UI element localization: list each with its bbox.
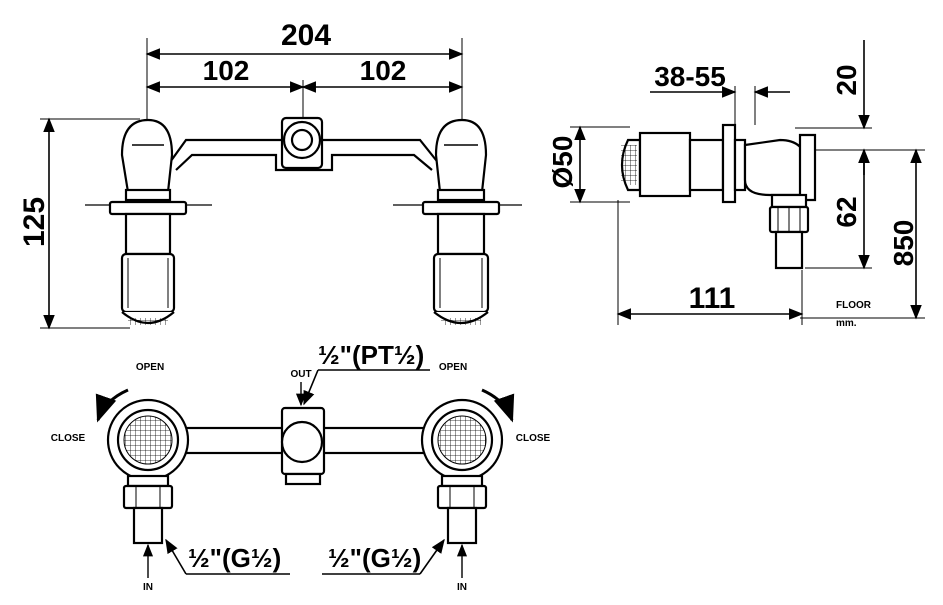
close-arrow-right	[481, 388, 515, 423]
top-left-valve	[106, 398, 190, 545]
right-valve-front	[393, 118, 522, 325]
dim-overall-width: 204	[281, 19, 331, 52]
close-label-right: CLOSE	[516, 433, 551, 444]
dim-half-width-right: 102	[360, 55, 407, 86]
dim-diameter: Ø50	[547, 136, 578, 189]
top-outlet-ring	[280, 420, 324, 464]
inlet-thread-callout-left: ½"(G½)	[188, 543, 281, 573]
dim-height: 125	[18, 197, 51, 247]
top-right-valve	[420, 398, 504, 545]
outlet-label: OUT	[290, 369, 311, 380]
inlet-label-right: IN	[457, 582, 467, 593]
dim-outlet-drop: 62	[831, 196, 862, 227]
outlet-thread-callout: ½"(PT½)	[318, 340, 424, 370]
dim-top-offset: 20	[831, 64, 862, 95]
open-label-left: OPEN	[136, 362, 164, 373]
dim-depth: 111	[689, 282, 736, 315]
dim-wall-range: 38-55	[654, 61, 726, 92]
dim-floor-height: 850	[888, 220, 919, 267]
unit-label: mm.	[836, 318, 857, 329]
front-view: 204 102 102 125	[18, 19, 522, 330]
close-arrow-left	[95, 388, 129, 423]
floor-label: FLOOR	[836, 300, 872, 311]
close-label-left: CLOSE	[51, 433, 86, 444]
left-valve-front	[85, 118, 212, 325]
dim-half-width-left: 102	[203, 55, 250, 86]
inlet-label-left: IN	[143, 582, 153, 593]
side-view: 38-55 20 62 850 FLOOR mm. Ø50 111	[547, 40, 925, 329]
open-label-right: OPEN	[439, 362, 467, 373]
side-valve-body	[620, 123, 817, 270]
top-view: OPEN OPEN CLOSE CLOSE OUT IN IN ½"(PT½) …	[51, 340, 551, 593]
inlet-thread-callout-right: ½"(G½)	[328, 543, 421, 573]
